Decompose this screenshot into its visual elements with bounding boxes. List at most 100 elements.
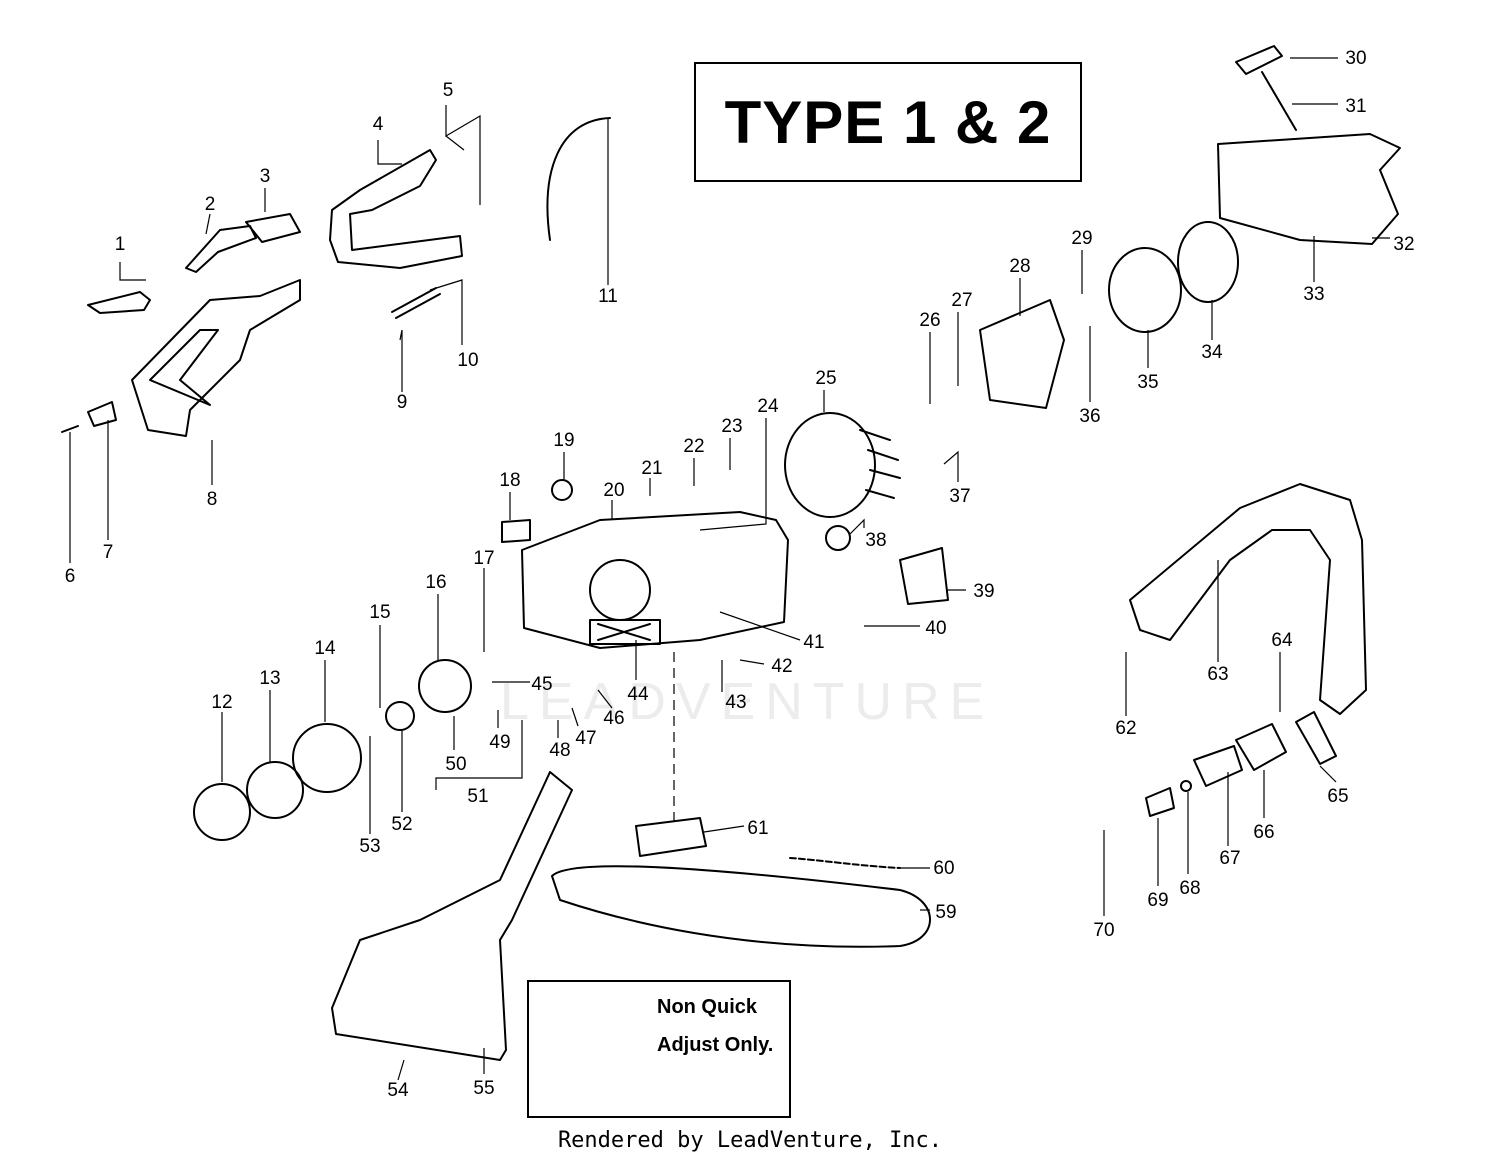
callout-2: 2	[205, 194, 216, 215]
callout-20: 20	[603, 480, 624, 501]
note-line-1: Non Quick	[657, 996, 758, 1018]
callout-51: 51	[467, 786, 488, 807]
callout-27: 27	[951, 290, 972, 311]
part-top-handle	[329, 149, 463, 269]
callout-63: 63	[1207, 664, 1228, 685]
part-pulley	[1108, 247, 1182, 333]
callout-14: 14	[314, 638, 336, 659]
callout-50: 50	[445, 754, 466, 775]
callout-15: 15	[369, 602, 390, 623]
callout-19: 19	[553, 430, 574, 451]
part-trigger	[185, 225, 257, 273]
callout-17: 17	[473, 548, 494, 569]
callout-21: 21	[641, 458, 662, 479]
callout-42: 42	[771, 656, 792, 677]
callout-13: 13	[259, 668, 280, 689]
part-sleeve-67	[1193, 745, 1243, 787]
callout-48: 48	[549, 740, 570, 761]
callout-67: 67	[1219, 848, 1240, 869]
callout-61: 61	[747, 818, 768, 839]
callout-24: 24	[757, 396, 779, 417]
watermark: LEADVENTURE	[500, 673, 995, 731]
part-screw-6	[61, 425, 79, 433]
part-throttle-cable	[546, 117, 611, 241]
part-plate-61	[635, 817, 707, 857]
callout-9: 9	[397, 392, 408, 413]
part-bracket-66	[1235, 723, 1287, 771]
callout-36: 36	[1079, 406, 1100, 427]
part-starter-housing	[1217, 133, 1401, 245]
callout-26: 26	[919, 310, 940, 331]
callout-11: 11	[598, 286, 618, 307]
callout-66: 66	[1253, 822, 1274, 843]
callout-37: 37	[949, 486, 970, 507]
callout-18: 18	[499, 470, 520, 491]
part-washer-13	[246, 761, 304, 819]
callout-1: 1	[115, 234, 126, 255]
note-line-2: Adjust Only.	[657, 1034, 774, 1056]
callout-35: 35	[1137, 372, 1158, 393]
callout-30: 30	[1345, 48, 1366, 69]
part-spring	[391, 287, 441, 319]
callout-70: 70	[1093, 920, 1114, 941]
callout-32: 32	[1393, 234, 1414, 255]
part-19	[551, 479, 573, 501]
part-clutch	[193, 783, 251, 841]
callout-62: 62	[1115, 718, 1136, 739]
type-title: TYPE 1 & 2	[724, 88, 1052, 156]
callout-54: 54	[387, 1080, 409, 1101]
callout-41: 41	[803, 632, 824, 653]
part-bracket-65	[1295, 711, 1337, 765]
part-chain	[789, 857, 901, 869]
callout-69: 69	[1147, 890, 1168, 911]
callout-55: 55	[473, 1078, 494, 1099]
part-muffler-guard	[899, 547, 949, 605]
type-title-box: TYPE 1 & 2	[694, 62, 1082, 182]
part-starter-grip	[1235, 45, 1283, 75]
callout-22: 22	[683, 436, 704, 457]
callout-59: 59	[935, 902, 956, 923]
part-shroud-plate	[979, 299, 1065, 409]
part-switch	[501, 519, 531, 543]
callout-16: 16	[425, 572, 446, 593]
callout-3: 3	[260, 166, 271, 187]
callout-43: 43	[725, 692, 746, 713]
callout-10: 10	[457, 350, 478, 371]
callout-12: 12	[211, 692, 232, 713]
part-chain-cover	[331, 771, 573, 1061]
callout-52: 52	[391, 814, 412, 835]
callout-29: 29	[1071, 228, 1092, 249]
part-spring-69	[1145, 787, 1175, 817]
part-flywheel	[784, 412, 876, 518]
callout-5: 5	[443, 80, 454, 101]
callout-34: 34	[1201, 342, 1223, 363]
callout-38: 38	[865, 530, 886, 551]
callout-53: 53	[359, 836, 380, 857]
part-washer-68	[1180, 780, 1192, 792]
part-front-handle	[1129, 483, 1367, 715]
part-recoil-spring	[1177, 221, 1239, 303]
part-52	[385, 701, 415, 731]
part-engine-housing	[521, 511, 789, 649]
callout-44: 44	[627, 684, 649, 705]
callout-46: 46	[603, 708, 624, 729]
callout-28: 28	[1009, 256, 1030, 277]
callout-33: 33	[1303, 284, 1324, 305]
callout-65: 65	[1327, 786, 1348, 807]
part-latch	[87, 291, 151, 314]
callout-68: 68	[1179, 878, 1200, 899]
callout-60: 60	[933, 858, 954, 879]
callout-45: 45	[531, 674, 552, 695]
part-oil-pump	[418, 659, 472, 713]
part-rear-handle	[131, 279, 301, 437]
callout-49: 49	[489, 732, 510, 753]
callout-64: 64	[1271, 630, 1293, 651]
callout-6: 6	[65, 566, 76, 587]
footer-credit: Rendered by LeadVenture, Inc.	[557, 1128, 943, 1153]
callout-40: 40	[925, 618, 946, 639]
callout-25: 25	[815, 368, 836, 389]
callout-47: 47	[575, 728, 596, 749]
callout-31: 31	[1345, 96, 1366, 117]
callout-4: 4	[373, 114, 384, 135]
callout-23: 23	[721, 416, 742, 437]
